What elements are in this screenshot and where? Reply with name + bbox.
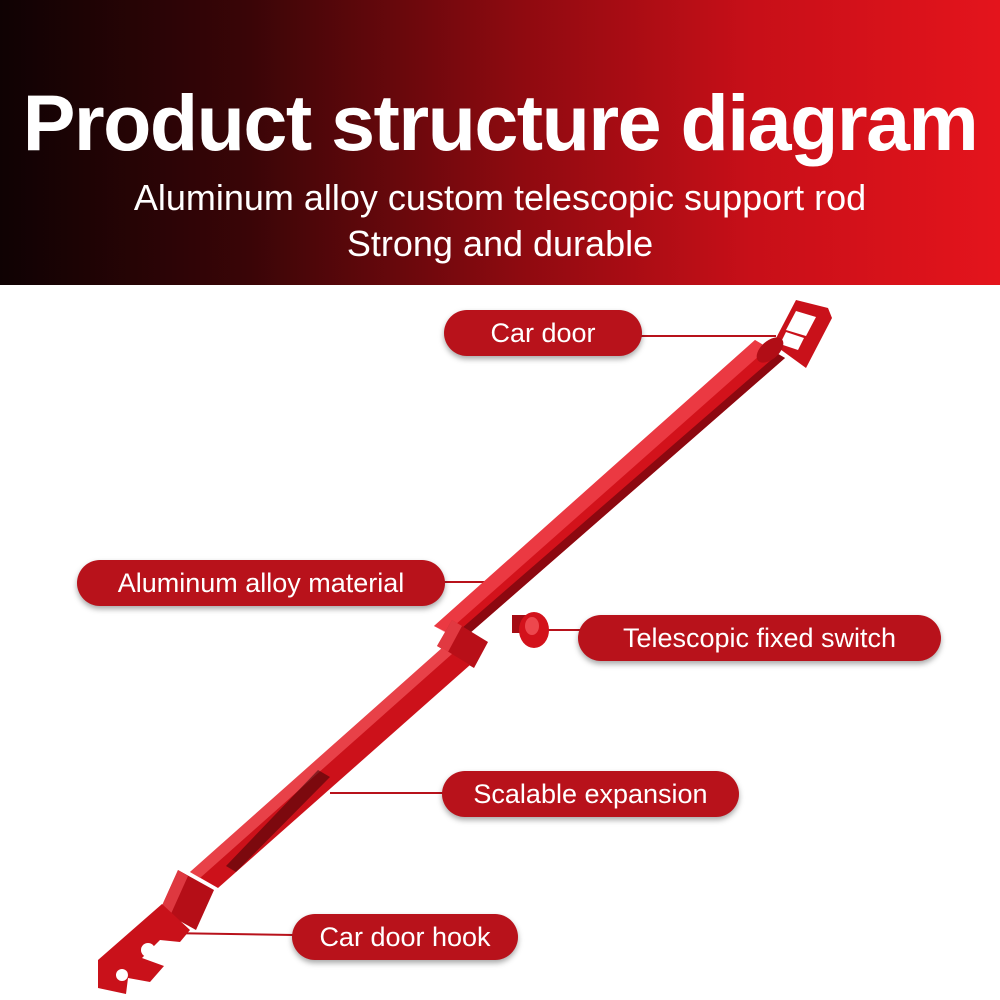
door-hook bbox=[98, 904, 190, 994]
header-banner: Product structure diagram Aluminum alloy… bbox=[0, 0, 1000, 285]
label-car-door: Car door bbox=[444, 310, 642, 356]
subtitle-line-1: Aluminum alloy custom telescopic support… bbox=[133, 177, 867, 218]
inner-tube bbox=[190, 648, 470, 888]
label-scalable-expansion: Scalable expansion bbox=[442, 771, 739, 817]
door-bracket bbox=[773, 300, 832, 368]
label-car-door-hook: Car door hook bbox=[292, 914, 518, 960]
label-aluminum-alloy-material: Aluminum alloy material bbox=[77, 560, 445, 606]
outer-tube bbox=[434, 337, 785, 640]
subtitle-line-2: Strong and durable bbox=[346, 223, 654, 264]
label-telescopic-fixed-switch: Telescopic fixed switch bbox=[578, 615, 941, 661]
collar bbox=[437, 620, 488, 668]
page-title: Product structure diagram bbox=[22, 78, 979, 167]
switch-knob bbox=[512, 612, 549, 648]
product-illustration bbox=[98, 300, 832, 994]
